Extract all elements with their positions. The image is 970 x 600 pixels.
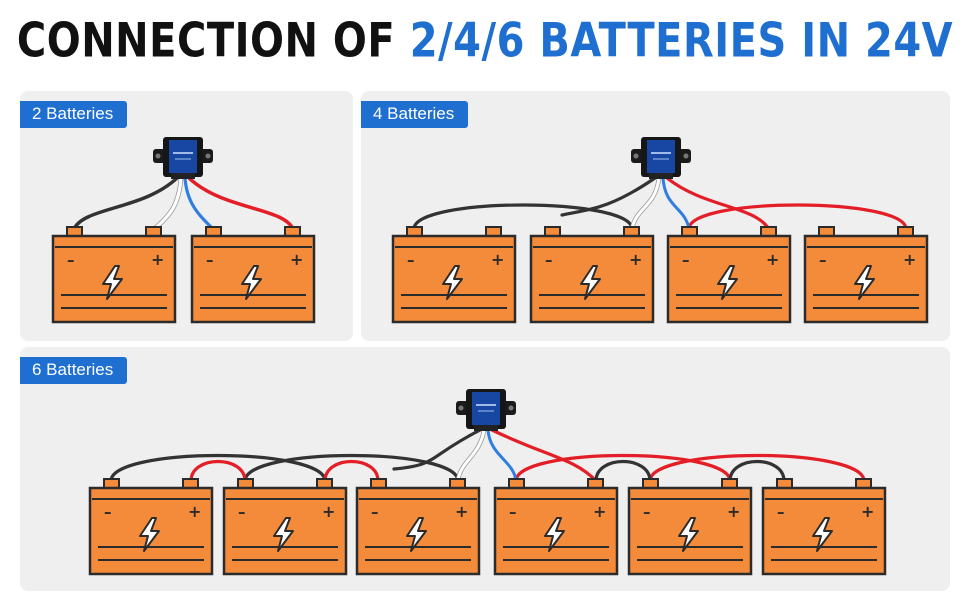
title-part-blue: 2/4/6 BATTERIES IN 24V bbox=[409, 14, 954, 69]
plus-sign: + bbox=[629, 250, 642, 269]
red-wire bbox=[665, 176, 771, 231]
cable-gland bbox=[649, 173, 673, 179]
minus-sign: – bbox=[238, 503, 246, 521]
lightning-bolt-icon bbox=[442, 265, 463, 300]
battery: –+ bbox=[803, 226, 929, 324]
plus-sign: + bbox=[455, 502, 468, 521]
plus-sign: + bbox=[903, 250, 916, 269]
mount-hole bbox=[155, 153, 161, 159]
battery: –+ bbox=[222, 478, 348, 576]
black-wire bbox=[72, 176, 179, 231]
plus-sign: + bbox=[593, 502, 606, 521]
lightning-bolt-icon bbox=[812, 517, 833, 552]
minus-sign: – bbox=[777, 503, 785, 521]
plus-sign: + bbox=[727, 502, 740, 521]
lightning-bolt-icon bbox=[678, 517, 699, 552]
battery: –+ bbox=[88, 478, 214, 576]
mount-hole bbox=[508, 405, 514, 411]
battery: –+ bbox=[391, 226, 517, 324]
minus-sign: – bbox=[206, 251, 214, 269]
balancer-label bbox=[472, 392, 500, 425]
minus-sign: – bbox=[67, 251, 75, 269]
battery-balancer bbox=[456, 389, 516, 431]
plus-sign: + bbox=[766, 250, 779, 269]
white-wire bbox=[630, 176, 661, 231]
plus-sign: + bbox=[151, 250, 164, 269]
plus-sign: + bbox=[861, 502, 874, 521]
lightning-bolt-icon bbox=[544, 517, 565, 552]
series-link-red bbox=[514, 453, 732, 483]
series-link-red bbox=[687, 203, 908, 231]
lightning-bolt-icon bbox=[854, 265, 875, 300]
balancer-label bbox=[169, 140, 197, 173]
minus-sign: – bbox=[104, 503, 112, 521]
lightning-bolt-icon bbox=[102, 265, 123, 300]
blue-wire bbox=[183, 176, 215, 231]
lightning-bolt-icon bbox=[273, 517, 294, 552]
panel-label: 4 Batteries bbox=[361, 101, 469, 128]
battery: –+ bbox=[529, 226, 655, 324]
minus-sign: – bbox=[407, 251, 415, 269]
plus-sign: + bbox=[322, 502, 335, 521]
series-link-red bbox=[189, 460, 247, 483]
blue-wire bbox=[486, 428, 518, 483]
blue-wire bbox=[661, 176, 691, 231]
panel-label: 6 Batteries bbox=[20, 357, 128, 384]
series-link-black bbox=[594, 460, 652, 483]
title-part-black: CONNECTION OF bbox=[16, 14, 396, 69]
series-link-red bbox=[648, 453, 866, 483]
panel-label: 2 Batteries bbox=[20, 101, 128, 128]
battery: –+ bbox=[666, 226, 792, 324]
mount-hole bbox=[683, 153, 689, 159]
minus-sign: – bbox=[545, 251, 553, 269]
white-wire bbox=[152, 176, 183, 231]
minus-sign: – bbox=[643, 503, 651, 521]
battery: –+ bbox=[761, 478, 887, 576]
lightning-bolt-icon bbox=[139, 517, 160, 552]
mount-hole bbox=[633, 153, 639, 159]
black-wire bbox=[560, 176, 657, 217]
battery: –+ bbox=[355, 478, 481, 576]
battery-balancer bbox=[153, 137, 213, 179]
series-link-black bbox=[412, 203, 634, 231]
plus-sign: + bbox=[188, 502, 201, 521]
minus-sign: – bbox=[509, 503, 517, 521]
battery: –+ bbox=[51, 226, 177, 324]
white-wire bbox=[456, 428, 486, 483]
lightning-bolt-icon bbox=[406, 517, 427, 552]
minus-sign: – bbox=[819, 251, 827, 269]
battery-balancer bbox=[631, 137, 691, 179]
battery: –+ bbox=[493, 478, 619, 576]
plus-sign: + bbox=[290, 250, 303, 269]
series-link-black bbox=[728, 460, 786, 483]
battery: –+ bbox=[190, 226, 316, 324]
red-wire bbox=[187, 176, 295, 231]
cable-gland bbox=[474, 425, 498, 431]
lightning-bolt-icon bbox=[717, 265, 738, 300]
page-title: CONNECTION OF 2/4/6 BATTERIES IN 24V bbox=[0, 14, 970, 68]
minus-sign: – bbox=[682, 251, 690, 269]
lightning-bolt-icon bbox=[580, 265, 601, 300]
lightning-bolt-icon bbox=[241, 265, 262, 300]
black-wire bbox=[392, 428, 482, 471]
cable-gland bbox=[171, 173, 195, 179]
series-link-black bbox=[109, 453, 327, 483]
red-wire bbox=[490, 428, 598, 483]
series-link-black bbox=[243, 453, 460, 483]
mount-hole bbox=[458, 405, 464, 411]
mount-hole bbox=[205, 153, 211, 159]
battery: –+ bbox=[627, 478, 753, 576]
series-link-red bbox=[323, 460, 380, 483]
minus-sign: – bbox=[371, 503, 379, 521]
plus-sign: + bbox=[491, 250, 504, 269]
balancer-label bbox=[647, 140, 675, 173]
